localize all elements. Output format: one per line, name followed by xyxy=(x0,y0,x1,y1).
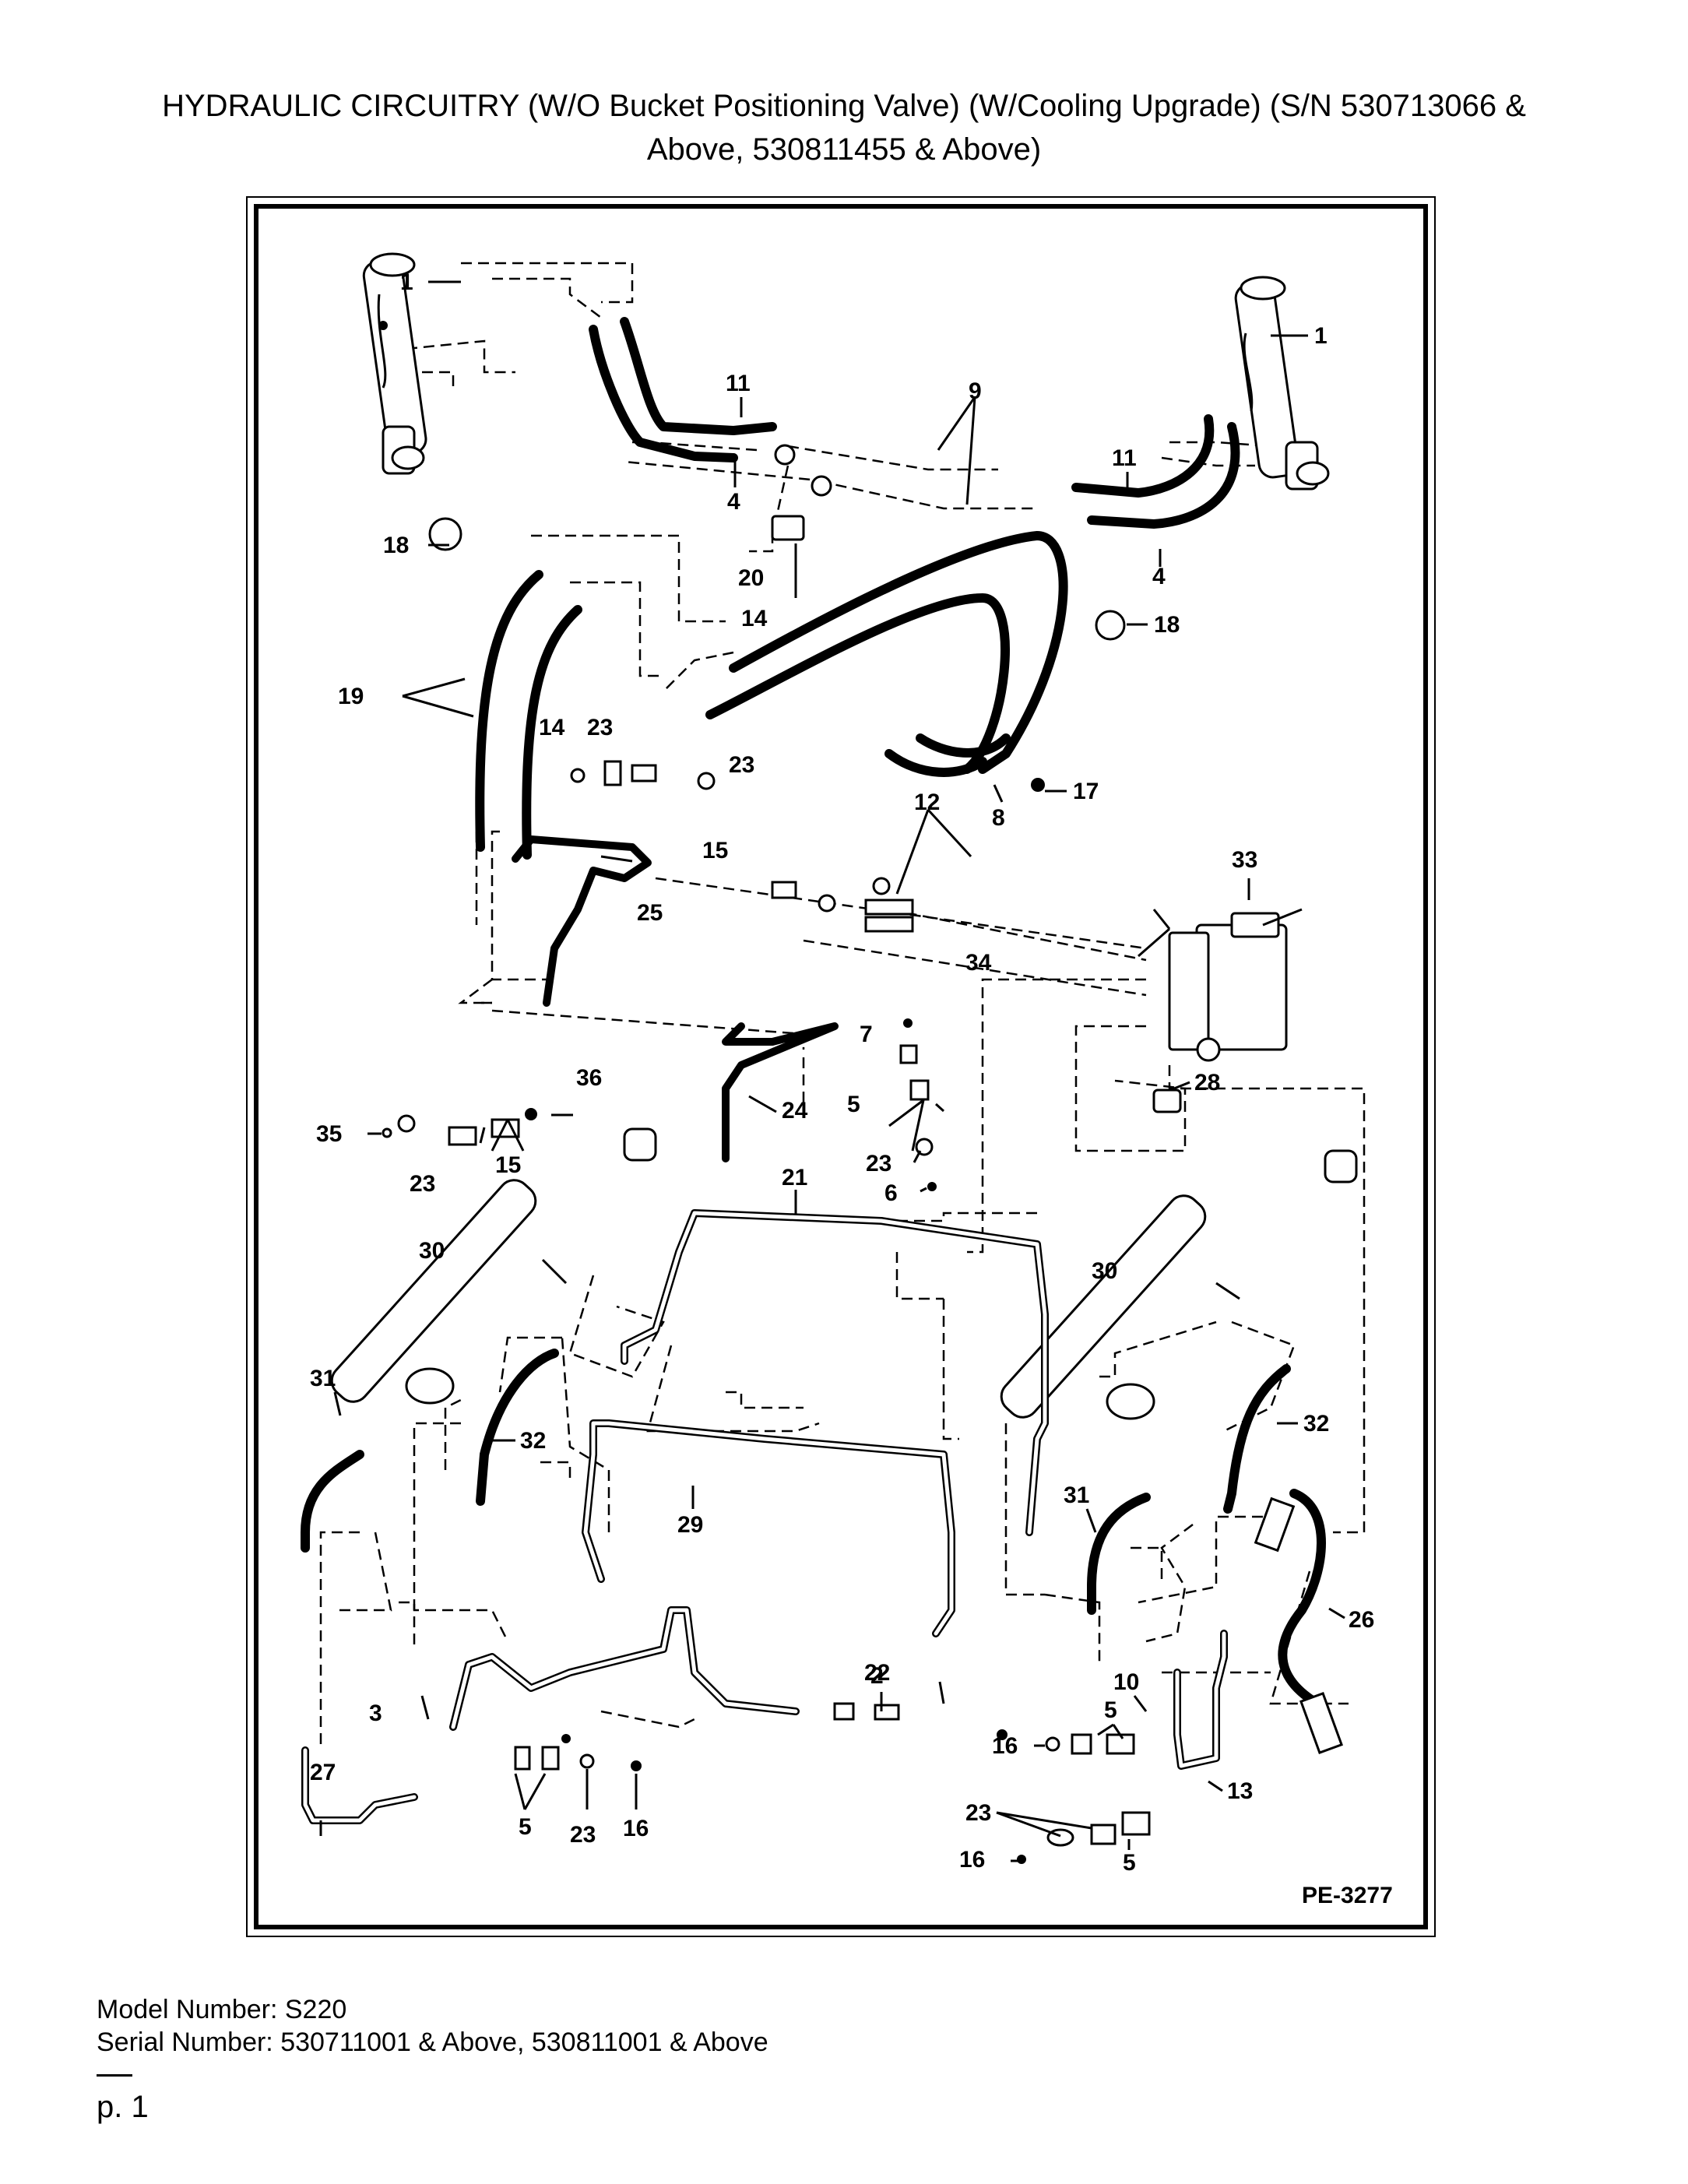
page-number: p. 1 xyxy=(97,2090,149,2124)
callout-23-left: 23 xyxy=(410,1171,435,1197)
routing-dashes xyxy=(319,262,1366,1750)
callout-32-right: 32 xyxy=(1303,1411,1329,1437)
callout-leaders xyxy=(319,280,1345,1862)
callout-23-center: 23 xyxy=(866,1151,891,1176)
page-title: HYDRAULIC CIRCUITRY (W/O Bucket Position… xyxy=(78,84,1610,171)
callout-5-lower-left: 5 xyxy=(519,1814,532,1840)
hydraulic-diagram: 1 1 11 11 9 4 4 18 18 20 14 19 14 23 23 … xyxy=(301,252,1393,1908)
callout-15-lower: 15 xyxy=(495,1152,521,1178)
callout-15-upper: 15 xyxy=(702,838,728,863)
callout-7: 7 xyxy=(860,1022,873,1047)
model-number: Model Number: S220 xyxy=(97,1995,347,2024)
tubes-24-25 xyxy=(512,835,839,1162)
callout-13: 13 xyxy=(1227,1778,1253,1804)
diagram-frame xyxy=(254,204,1428,1929)
callout-31-right: 31 xyxy=(1064,1482,1089,1508)
callout-11-right: 11 xyxy=(1112,445,1137,471)
callout-5-lower-right: 5 xyxy=(1123,1850,1136,1876)
callout-30-right: 30 xyxy=(1092,1258,1117,1284)
callout-1-right: 1 xyxy=(1314,323,1328,349)
callout-23-lower: 23 xyxy=(570,1822,596,1848)
callout-16-lower-left: 16 xyxy=(623,1816,649,1841)
title-line-1: HYDRAULIC CIRCUITRY (W/O Bucket Position… xyxy=(162,89,1526,123)
tubes-lower xyxy=(301,1209,1228,1824)
callout-20: 20 xyxy=(738,565,764,591)
callout-12: 12 xyxy=(914,790,940,815)
callout-18-right: 18 xyxy=(1154,612,1180,638)
lift-cylinder-right xyxy=(1000,1149,1358,1420)
control-valve xyxy=(1168,908,1303,1062)
callout-23-mid-a: 23 xyxy=(587,715,613,740)
drawing-code: PE-3277 xyxy=(1302,1883,1393,1908)
callout-33: 33 xyxy=(1232,847,1257,873)
callout-16-right-lower: 16 xyxy=(959,1847,985,1873)
callout-22: 22 xyxy=(864,1660,890,1686)
callout-5-right-upper: 5 xyxy=(1104,1697,1117,1723)
callout-1-left: 1 xyxy=(400,269,413,295)
diagram-frame-outer xyxy=(246,196,1436,1937)
callout-31-left: 31 xyxy=(310,1366,336,1391)
callout-23-right: 23 xyxy=(965,1800,991,1826)
tilt-cylinder-left xyxy=(362,252,427,475)
callout-27: 27 xyxy=(310,1760,336,1785)
hoses-upper xyxy=(589,317,1240,529)
callout-35: 35 xyxy=(316,1121,342,1147)
callout-9: 9 xyxy=(969,378,982,404)
callout-11-left: 11 xyxy=(726,371,751,396)
callout-28: 28 xyxy=(1194,1070,1220,1096)
callout-36: 36 xyxy=(576,1065,602,1091)
footer-divider xyxy=(97,2074,132,2077)
callout-2: 2 xyxy=(870,1663,884,1689)
hoses-8-19 xyxy=(475,531,1068,860)
callout-19: 19 xyxy=(338,684,364,709)
callout-29: 29 xyxy=(677,1512,703,1538)
callout-25: 25 xyxy=(637,900,663,926)
lower-clamps xyxy=(514,1729,1151,1864)
callout-32-left: 32 xyxy=(520,1428,546,1454)
callout-labels: 1 1 11 11 9 4 4 18 18 20 14 19 14 23 23 … xyxy=(310,269,1393,1908)
callout-30-left: 30 xyxy=(419,1238,445,1264)
callout-16-right-upper: 16 xyxy=(992,1733,1018,1759)
serial-number: Serial Number: 530711001 & Above, 530811… xyxy=(97,2027,768,2057)
callout-14-upper: 14 xyxy=(741,606,768,631)
callout-8: 8 xyxy=(992,805,1005,831)
callout-5-upper: 5 xyxy=(847,1092,860,1117)
lift-cylinder-left xyxy=(330,1127,657,1405)
callout-26: 26 xyxy=(1349,1607,1374,1633)
tilt-cylinder-right xyxy=(1234,276,1330,491)
callout-17: 17 xyxy=(1073,779,1099,804)
small-parts xyxy=(382,515,1182,1191)
callout-10: 10 xyxy=(1113,1669,1139,1695)
callout-4-left: 4 xyxy=(727,489,740,515)
callout-34: 34 xyxy=(965,950,992,976)
callout-3: 3 xyxy=(369,1700,382,1726)
callout-4-right: 4 xyxy=(1152,564,1166,589)
callout-23-mid-b: 23 xyxy=(729,752,754,778)
callout-24: 24 xyxy=(782,1098,808,1124)
title-line-2: Above, 530811455 & Above) xyxy=(646,132,1042,167)
callout-21: 21 xyxy=(782,1165,807,1190)
callout-6: 6 xyxy=(884,1180,898,1206)
callout-14-mid: 14 xyxy=(539,715,565,740)
hoses-lower xyxy=(301,1349,1343,1754)
callout-18-left: 18 xyxy=(383,533,409,558)
